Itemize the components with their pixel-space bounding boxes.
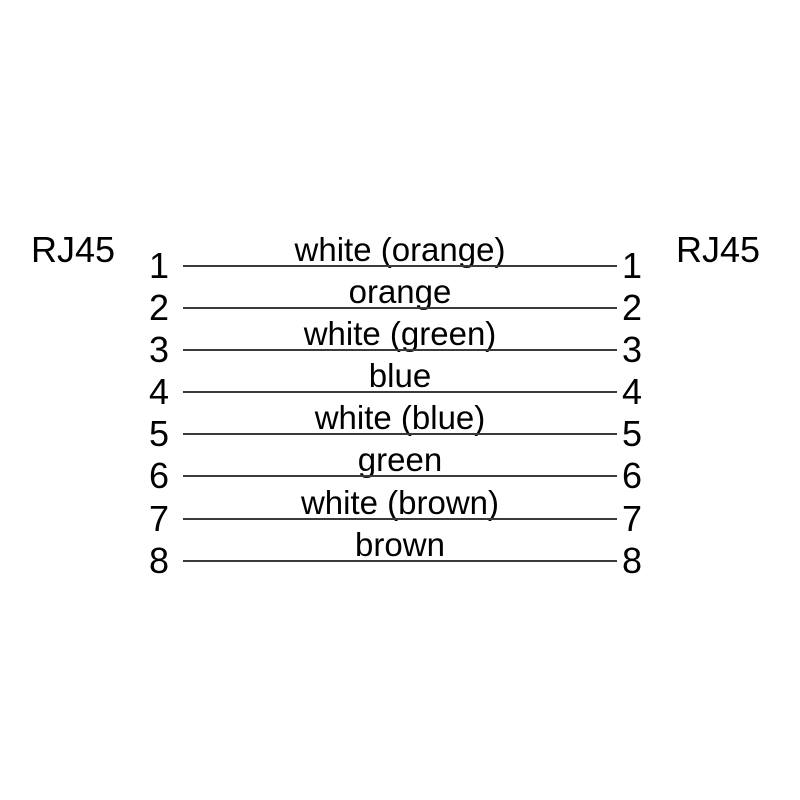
wire-label: blue xyxy=(368,357,432,394)
pin-number-left: 5 xyxy=(148,413,169,454)
pin-number-left: 8 xyxy=(148,540,169,581)
wire-line xyxy=(183,433,617,435)
rj45-label-left: RJ45 xyxy=(31,229,116,270)
wire-line xyxy=(183,349,617,351)
wire-label: white (orange) xyxy=(294,231,506,268)
wire-label: orange xyxy=(348,273,452,310)
wire-line xyxy=(183,560,617,562)
pin-number-right: 8 xyxy=(622,540,643,581)
pin-number-right: 7 xyxy=(622,498,643,539)
wire-label: white (blue) xyxy=(314,399,486,436)
wire-line xyxy=(183,265,617,267)
wire-label: white (green) xyxy=(303,315,497,352)
rj45-label-right: RJ45 xyxy=(676,229,761,270)
pin-number-left: 6 xyxy=(148,455,169,496)
pin-number-left: 2 xyxy=(148,287,169,328)
pin-number-left: 3 xyxy=(148,329,169,370)
pin-number-left: 4 xyxy=(148,371,169,412)
pin-number-right: 2 xyxy=(622,287,643,328)
pin-number-left: 7 xyxy=(148,498,169,539)
wire-line xyxy=(183,475,617,477)
wire-label: brown xyxy=(355,526,445,563)
pin-number-right: 1 xyxy=(622,245,643,286)
wire-line xyxy=(183,518,617,520)
pin-number-right: 4 xyxy=(622,371,643,412)
wire-label: white (brown) xyxy=(300,484,500,521)
wire-line xyxy=(183,391,617,393)
pin-number-right: 3 xyxy=(622,329,643,370)
wire-line xyxy=(183,307,617,309)
pin-number-left: 1 xyxy=(148,245,169,286)
wire-label: green xyxy=(357,441,443,478)
pin-number-right: 6 xyxy=(622,455,643,496)
pin-number-right: 5 xyxy=(622,413,643,454)
